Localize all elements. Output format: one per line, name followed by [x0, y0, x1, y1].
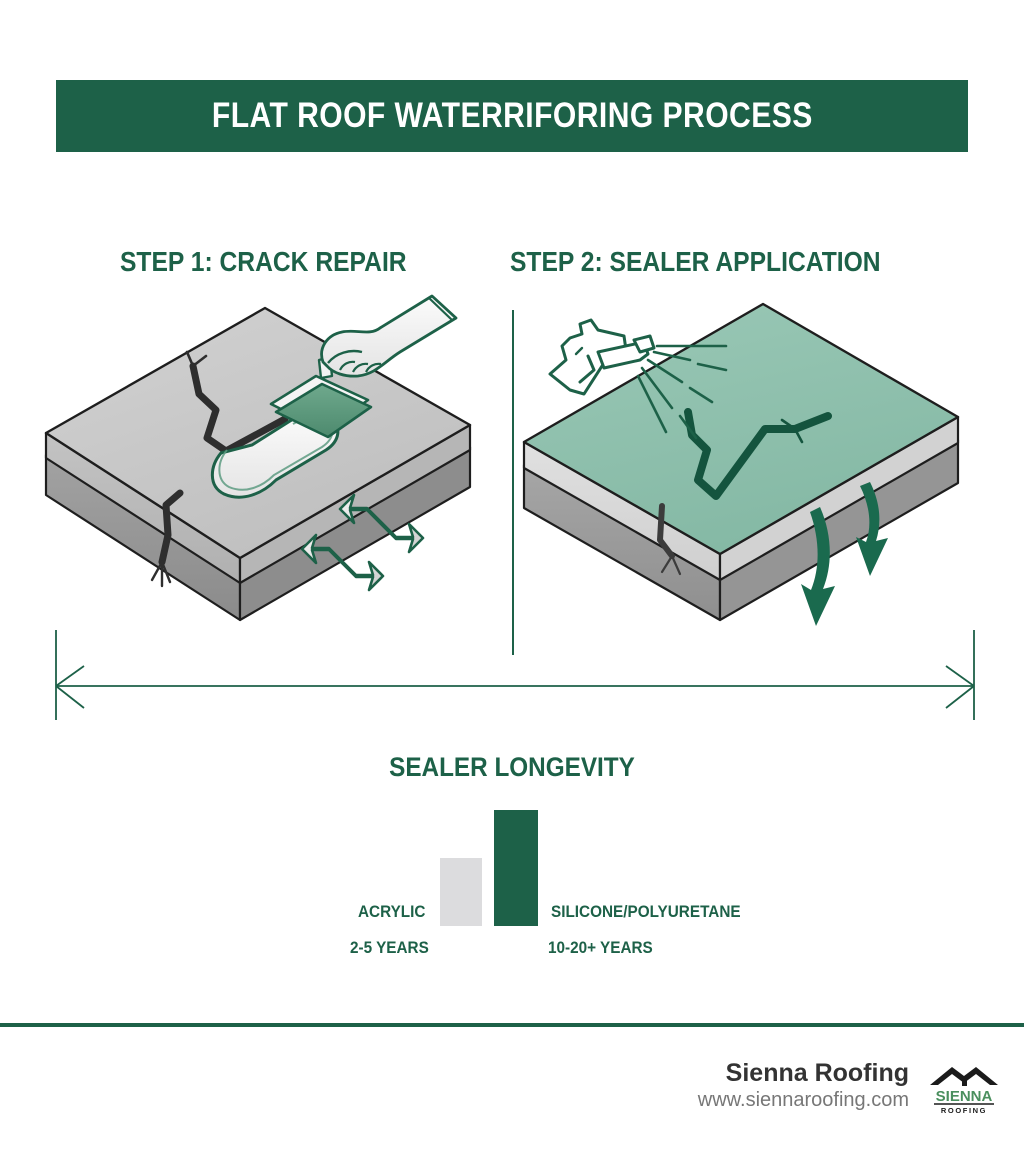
- page-title: FLAT ROOF WATERRIFORING PROCESS: [211, 96, 813, 135]
- expansion-arrow-icon: [300, 493, 425, 592]
- spray-mist-icon: [636, 344, 728, 440]
- span-dimension-line: [50, 630, 980, 730]
- bar-silicone: [494, 810, 538, 926]
- footer: Sienna Roofing www.siennaroofing.com SIE…: [0, 1055, 1024, 1135]
- bar-label-acrylic: ACRYLIC: [358, 902, 426, 921]
- step-divider: [512, 310, 514, 655]
- spray-bottle-icon: [548, 318, 656, 396]
- header-bar: FLAT ROOF WATERRIFORING PROCESS: [56, 80, 968, 152]
- step-2-heading: STEP 2: SEALER APPLICATION: [510, 246, 881, 277]
- water-runoff-arrow-icon: [801, 482, 888, 626]
- crack-icon: [189, 362, 289, 455]
- hand-icon: [320, 294, 458, 378]
- footer-text-block: Sienna Roofing www.siennaroofing.com: [698, 1059, 909, 1113]
- bar-acrylic: [440, 858, 482, 926]
- trowel-icon: [269, 355, 373, 439]
- crack-repair-illustration: [40, 290, 510, 640]
- bar-label-silicone: SILICONE/POLYURETANE: [551, 902, 741, 921]
- chart-title: SEALER LONGEVITY: [389, 752, 635, 782]
- footer-divider: [0, 1023, 1024, 1027]
- logo-wordmark: SIENNA: [936, 1088, 993, 1105]
- logo-subtext: ROOFING: [941, 1106, 987, 1115]
- sienna-roofing-logo: SIENNA ROOFING: [926, 1061, 1002, 1122]
- step-1-heading: STEP 1: CRACK REPAIR: [120, 246, 407, 277]
- bar-value-silicone: 10-20+ YEARS: [548, 938, 653, 957]
- bar-value-acrylic: 2-5 YEARS: [350, 938, 429, 957]
- crack-front: [158, 489, 184, 566]
- sealer-top-face: [522, 302, 960, 556]
- brand-url[interactable]: www.siennaroofing.com: [697, 1088, 909, 1111]
- sealer-application-illustration: [520, 290, 990, 640]
- brand-name: Sienna Roofing: [725, 1059, 909, 1087]
